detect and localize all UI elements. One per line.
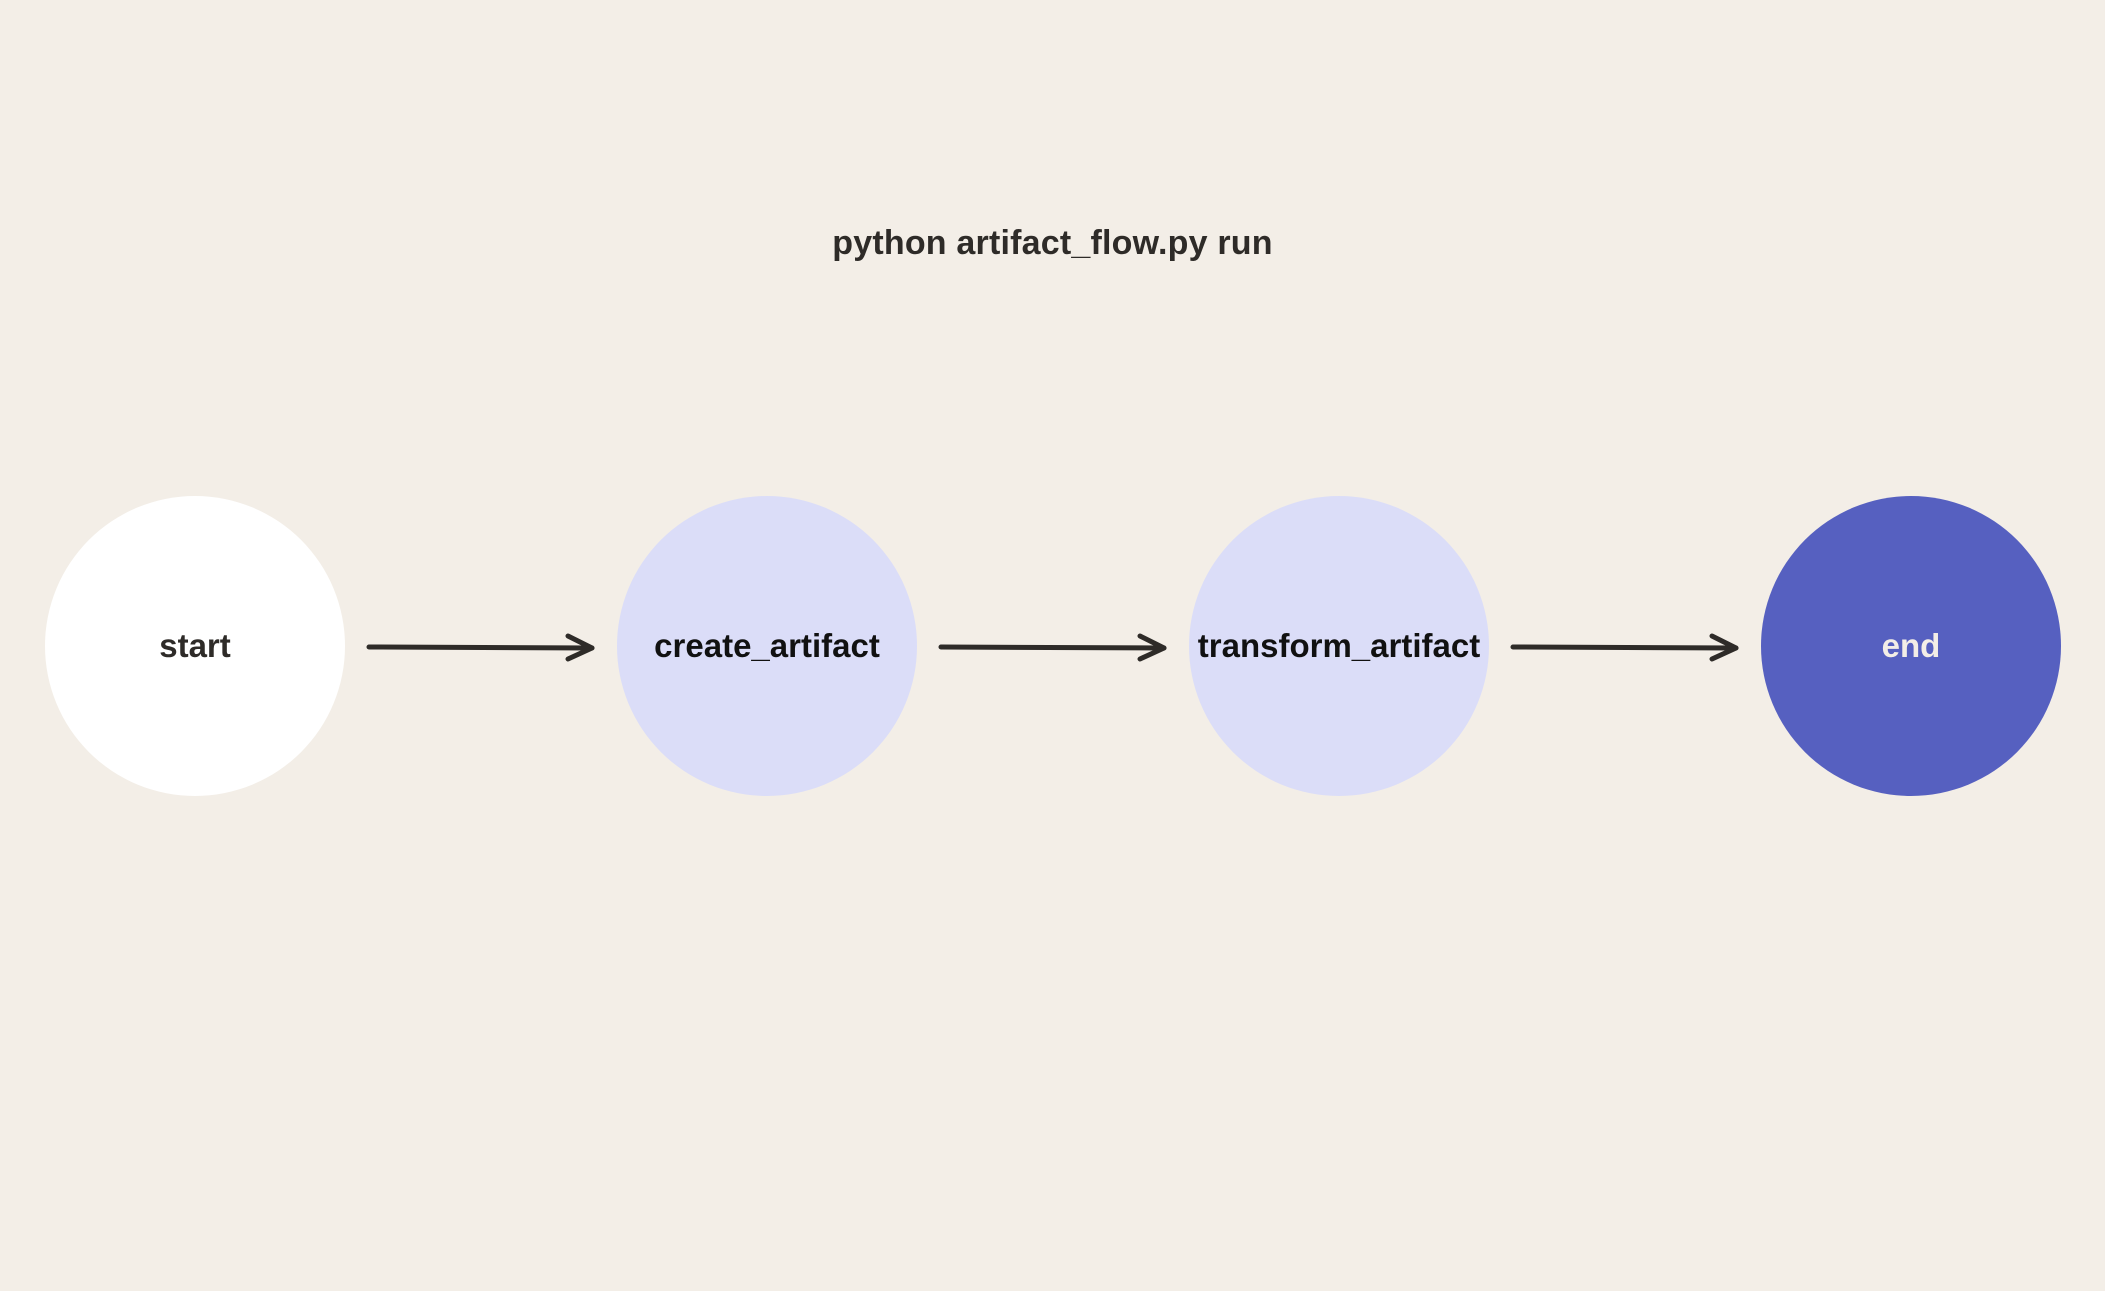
- node-end[interactable]: end: [1761, 496, 2061, 796]
- node-transform-artifact-label: transform_artifact: [1197, 627, 1481, 664]
- node-create-artifact-label: create_artifact: [654, 627, 880, 664]
- arrowhead-icon: [1137, 633, 1167, 662]
- edge-line: [938, 644, 1167, 651]
- node-start[interactable]: start: [45, 496, 345, 796]
- node-create-artifact[interactable]: create_artifact: [617, 496, 917, 796]
- node-start-label: start: [159, 627, 231, 664]
- arrowhead-icon: [1709, 633, 1739, 662]
- edge-line: [1510, 644, 1739, 651]
- node-end-label: end: [1881, 627, 1941, 664]
- node-transform-artifact[interactable]: transform_artifact: [1189, 496, 1489, 796]
- arrowhead-icon: [565, 633, 595, 662]
- edge-create-artifact-to-transform-artifact: [938, 633, 1167, 662]
- edge-start-to-create-artifact: [366, 633, 595, 662]
- diagram-title: python artifact_flow.py run: [832, 224, 1273, 262]
- edge-transform-artifact-to-end: [1510, 633, 1739, 662]
- edge-line: [366, 644, 595, 651]
